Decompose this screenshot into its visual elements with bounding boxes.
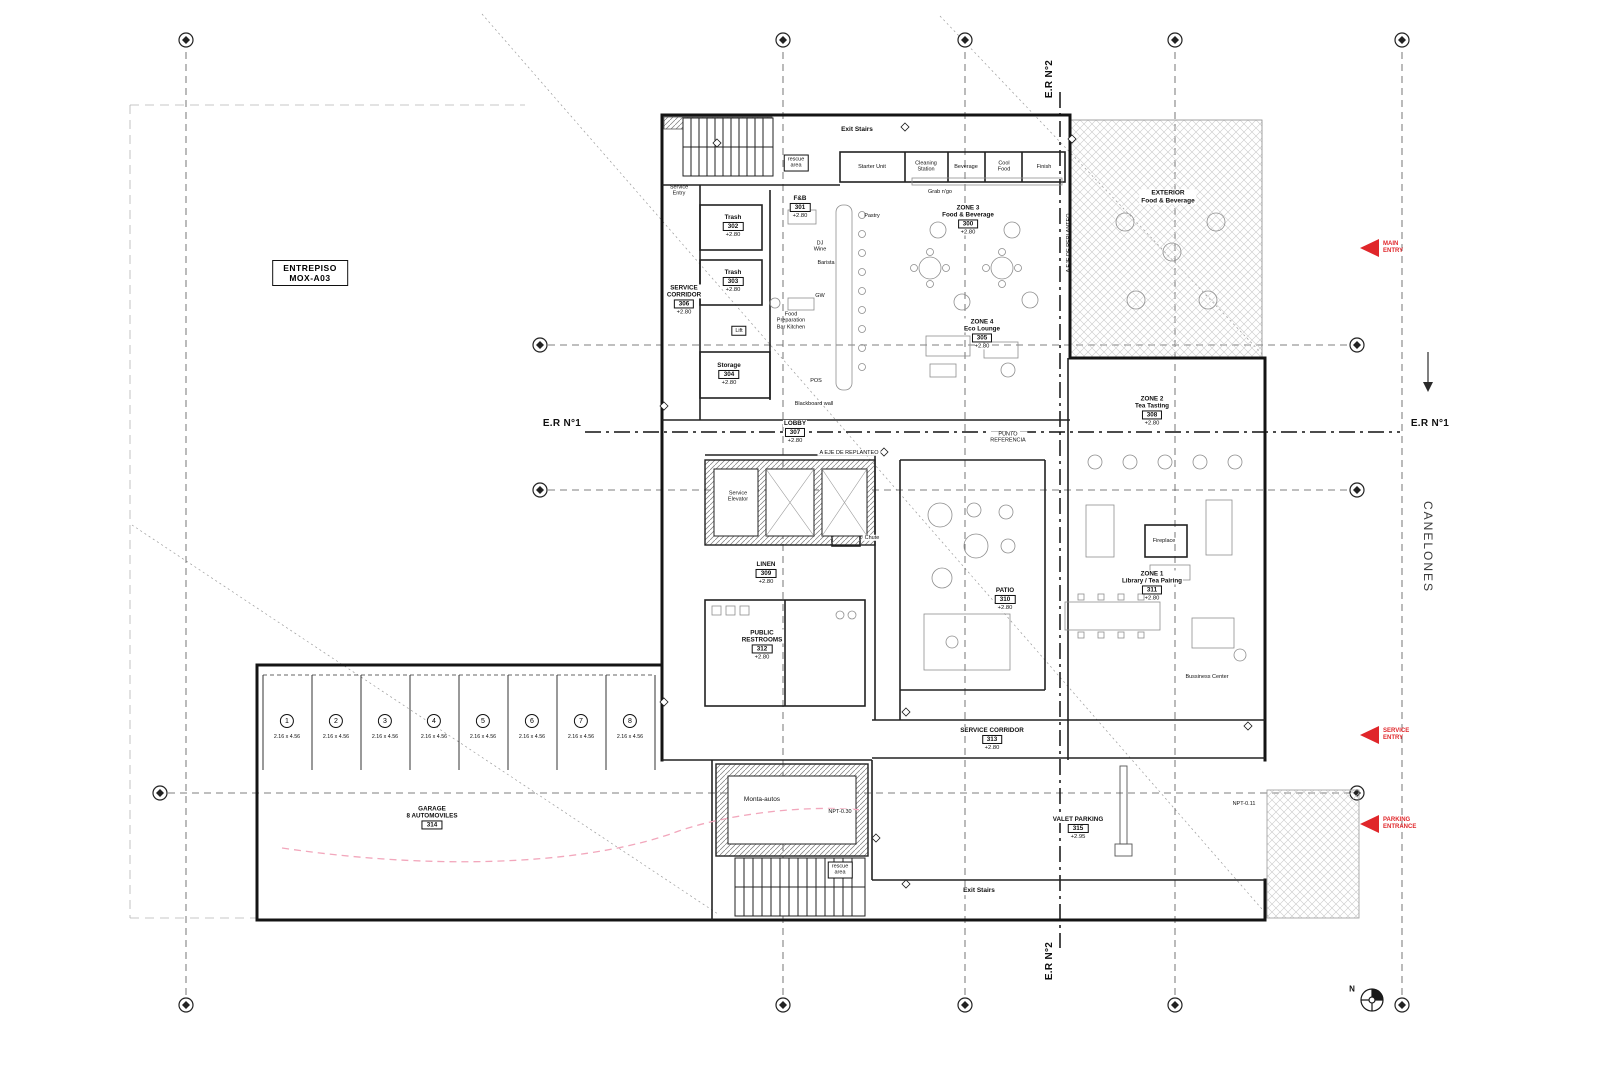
exterior-fnb-label: EXTERIOR Food & Beverage [1139, 189, 1197, 205]
room-tag-valet-parking: VALET PARKING 315 +2.95 [1051, 815, 1105, 841]
sheet-title-line2: MOX-A03 [289, 273, 331, 283]
npt-011-label: NPT-0.11 [1230, 800, 1258, 808]
room-tag-garage: GARAGE 8 AUTOMOVILES 314 [405, 805, 459, 830]
sheet-title-box: ENTREPISO MOX-A03 [272, 260, 348, 286]
axis-label-er1-right: E.R N°1 [1408, 418, 1452, 430]
room-tag-lobby: LOBBY 307 +2.80 [782, 419, 808, 445]
room-tag-zone2: ZONE 2 Tea Tasting 308 +2.80 [1133, 395, 1171, 427]
exit-stairs-top-label: Exit Stairs [839, 126, 875, 134]
punto-label: PUNTO REFERENCIA [988, 431, 1028, 445]
north-compass-icon [1360, 988, 1384, 1012]
room-tag-zone4: ZONE 4 Eco Lounge 305 +2.80 [962, 318, 1002, 350]
valet-fixtures [1114, 765, 1133, 857]
room-tag-service-corridor-313: SERVICE CORRIDOR 313 +2.80 [959, 726, 1025, 752]
station-beverage: Beverage [954, 163, 978, 170]
business-center-label: Bussiness Center [1183, 673, 1231, 681]
eje-replanteo-v-label: A EJE DE REPLANTEO [1065, 213, 1072, 273]
room-tag-linen: LINEN 309 +2.80 [755, 560, 777, 586]
gw-label: GW [815, 292, 825, 299]
keynote-diamonds [659, 122, 1253, 889]
grab-n-go-label: Grab n'go [926, 188, 954, 196]
parking-stall-7: 7 2.16 x 4.56 [568, 714, 594, 740]
station-starter-unit: Starter Unit [858, 163, 886, 170]
parking-stall-1: 1 2.16 x 4.56 [274, 714, 300, 740]
parking-stall-8: 8 2.16 x 4.56 [617, 714, 643, 740]
barista-label: Barista [817, 259, 835, 266]
exit-stairs-bottom-label: Exit Stairs [961, 887, 997, 895]
parking-stall-2: 2 2.16 x 4.56 [323, 714, 349, 740]
chute-label: Chute [862, 534, 882, 542]
dj-wine-label: DJ Wine [813, 240, 827, 253]
stair-top [682, 117, 774, 177]
entry-arrow-icons [1360, 239, 1379, 833]
service-entry-note: Service Entry [669, 184, 689, 197]
lift-label: Lift [731, 325, 747, 337]
fireplace-label: Fireplace [1150, 537, 1178, 545]
parking-stall-4: 4 2.16 x 4.56 [421, 714, 447, 740]
npt-030-label: NPT-0.30 [826, 808, 854, 816]
axis-label-er2-bottom: E.R N°2 [1044, 941, 1056, 981]
street-direction-arrow-icon [1423, 352, 1433, 392]
station-cool-food: Cool Food [997, 160, 1011, 173]
car-path [281, 807, 863, 863]
main-entry-label: MAIN ENTRY [1383, 241, 1404, 254]
pos-label: POS [810, 377, 822, 384]
parking-stall-3: 3 2.16 x 4.56 [372, 714, 398, 740]
room-tag-trash-302: Trash 302 +2.80 [722, 213, 744, 239]
monta-autos-label: Monta-autos [741, 796, 783, 804]
eje-replanteo-h-label: A EJE DE REPLANTEO [817, 449, 881, 457]
station-finish: Finish [1036, 163, 1052, 170]
room-tag-trash-303: Trash 303 +2.80 [722, 268, 744, 294]
pastry-label: Pastry [864, 212, 880, 219]
food-prep-label: Food Preparation Bar Kitchen [776, 311, 806, 331]
axis-label-er1-left: E.R N°1 [540, 418, 584, 430]
service-entry-label: SERVICE ENTRY [1383, 728, 1410, 741]
room-tag-storage: Storage 304 +2.80 [716, 361, 742, 387]
sheet-title-line1: ENTREPISO [283, 263, 337, 273]
stair-bottom [734, 857, 866, 917]
room-tag-fnb: F&B 301 +2.80 [789, 194, 811, 220]
site-boundary [129, 104, 525, 919]
rescue-area-top-label: rescue area [783, 154, 809, 172]
service-elevator-label: Service Elevator [725, 490, 751, 504]
parking-stall-5: 5 2.16 x 4.56 [470, 714, 496, 740]
room-tag-public-restrooms: PUBLIC RESTROOMS 312 +2.80 [740, 629, 784, 661]
street-label: CANELONES [1421, 500, 1436, 594]
room-tag-zone3: ZONE 3 Food & Beverage 300 +2.80 [941, 204, 995, 236]
parking-stall-lines [262, 674, 656, 770]
parking-entrance-label: PARKING ENTRANCE [1383, 817, 1417, 830]
rescue-area-bottom-label: rescue area [827, 861, 853, 879]
exterior-walls [255, 113, 1267, 922]
axis-label-er2-top: E.R N°2 [1044, 59, 1056, 99]
parking-stall-6: 6 2.16 x 4.56 [519, 714, 545, 740]
room-tag-zone1: ZONE 1 Library / Tea Pairing 311 +2.80 [1120, 570, 1184, 602]
blackboard-label: Blackboard wall [794, 400, 834, 407]
north-label: N [1349, 984, 1355, 994]
room-tag-service-corridor-306: SERVICE CORRIDOR 306 +2.80 [665, 284, 703, 316]
station-cleaning: Cleaning Station [915, 160, 937, 173]
room-tag-patio: PATIO 310 +2.80 [994, 586, 1016, 612]
